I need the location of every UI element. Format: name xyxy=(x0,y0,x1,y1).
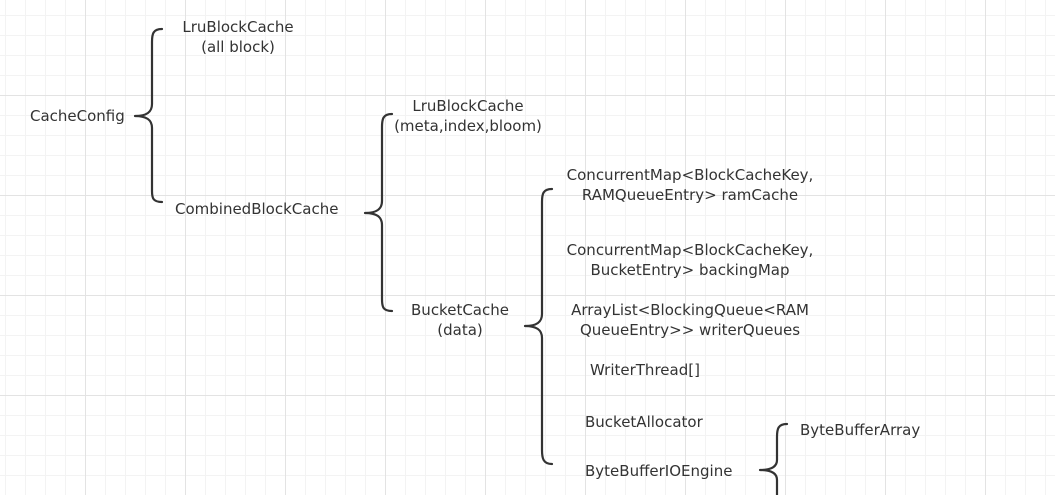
ram-cache-node: ConcurrentMap<BlockCacheKey, RAMQueueEnt… xyxy=(555,165,825,205)
bucket-cache-node: BucketCache (data) xyxy=(405,300,515,340)
brace-bucket-cache xyxy=(523,187,554,466)
byte-buffer-array-label: ByteBufferArray xyxy=(800,421,921,439)
byte-buffer-io-engine-node: ByteBufferIOEngine xyxy=(585,461,732,481)
backing-map-line-1: ConcurrentMap<BlockCacheKey, xyxy=(566,241,814,259)
combined-block-cache-label: CombinedBlockCache xyxy=(175,200,339,218)
brace-combined-block-cache xyxy=(363,112,394,313)
lru-block-cache-all-node: LruBlockCache (all block) xyxy=(175,17,301,57)
byte-buffer-array-node: ByteBufferArray xyxy=(800,420,920,440)
writer-queues-line-2: QueueEntry>> writerQueues xyxy=(579,321,801,339)
bucket-allocator-label: BucketAllocator xyxy=(585,413,703,431)
lru-block-cache-all-title: LruBlockCache xyxy=(182,18,294,36)
ram-cache-line-2: RAMQueueEntry> ramCache xyxy=(581,186,799,204)
brace-byte-buffer-io-engine xyxy=(758,422,789,495)
cache-config-node: CacheConfig xyxy=(30,106,125,126)
combined-block-cache-node: CombinedBlockCache xyxy=(175,199,338,219)
backing-map-line-2: BucketEntry> backingMap xyxy=(590,261,790,279)
lru-block-cache-all-subtitle: (all block) xyxy=(201,38,275,56)
bucket-cache-title: BucketCache xyxy=(411,301,509,319)
brace-cache-config xyxy=(133,27,164,204)
ram-cache-line-1: ConcurrentMap<BlockCacheKey, xyxy=(566,166,814,184)
byte-buffer-io-engine-label: ByteBufferIOEngine xyxy=(585,462,733,480)
lru-block-cache-meta-subtitle: (meta,index,bloom) xyxy=(394,117,542,135)
backing-map-node: ConcurrentMap<BlockCacheKey, BucketEntry… xyxy=(555,240,825,280)
bucket-cache-subtitle: (data) xyxy=(437,321,483,339)
cache-config-label: CacheConfig xyxy=(30,107,125,125)
lru-block-cache-meta-title: LruBlockCache xyxy=(412,97,524,115)
writer-queues-line-1: ArrayList<BlockingQueue<RAM xyxy=(571,301,809,319)
lru-block-cache-meta-node: LruBlockCache (meta,index,bloom) xyxy=(385,96,551,136)
bucket-allocator-node: BucketAllocator xyxy=(585,412,703,432)
writer-queues-node: ArrayList<BlockingQueue<RAM QueueEntry>>… xyxy=(555,300,825,340)
writer-thread-node: WriterThread[] xyxy=(590,360,700,380)
writer-thread-label: WriterThread[] xyxy=(590,361,700,379)
